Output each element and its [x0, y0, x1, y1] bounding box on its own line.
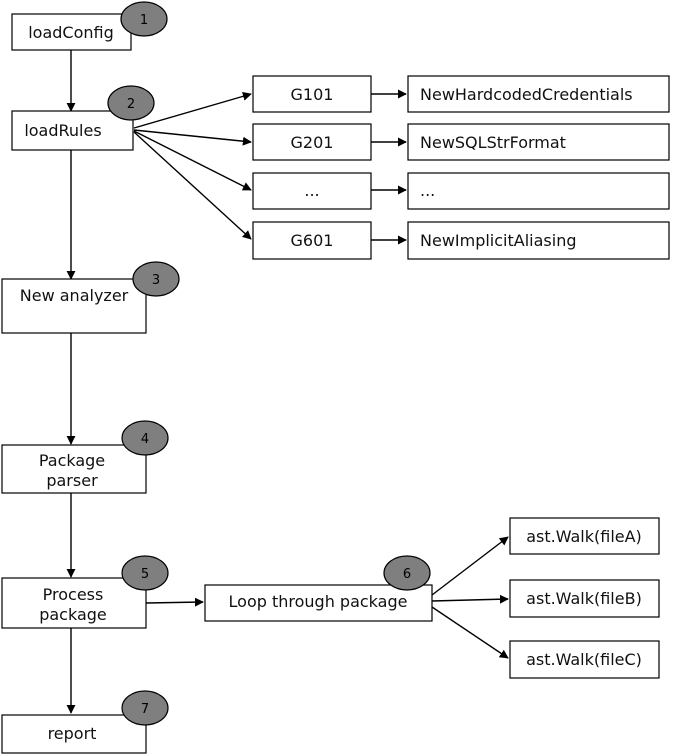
node-load-rules: loadRules 2 — [11, 85, 155, 151]
process-package-line1: Process — [43, 585, 104, 604]
badge-1: 1 — [140, 13, 148, 28]
walk-label: ast.Walk(fileA) — [526, 527, 642, 546]
node-report: report 7 — [1, 690, 169, 754]
rule-id: G101 — [291, 85, 334, 104]
load-rules-label: loadRules — [24, 121, 101, 140]
badge-6: 6 — [403, 567, 411, 582]
load-config-label: loadConfig — [28, 23, 114, 42]
edge-process-to-loop — [145, 597, 204, 607]
loop-label: Loop through package — [229, 592, 408, 611]
rule-fn: NewSQLStrFormat — [420, 133, 566, 152]
edges — [66, 50, 509, 714]
rule-id: G201 — [291, 133, 334, 152]
rule-fn: NewImplicitAliasing — [420, 231, 576, 250]
edge-loop-to-walk-c — [431, 606, 509, 659]
edge-rules-to-g101 — [133, 91, 252, 129]
process-package-line2: package — [39, 605, 107, 624]
badge-5: 5 — [141, 567, 149, 582]
rule-row-g601: G601 NewImplicitAliasing — [252, 221, 670, 260]
badge-2: 2 — [127, 97, 135, 112]
rule-id: G601 — [291, 231, 334, 250]
new-analyzer-label: New analyzer — [20, 286, 129, 305]
node-new-analyzer: New analyzer 3 — [1, 261, 180, 334]
report-label: report — [48, 724, 97, 743]
edge-loop-to-walk-a — [431, 536, 509, 596]
package-parser-line2: parser — [46, 471, 98, 490]
node-loop-through-package: Loop through package 6 — [204, 555, 433, 622]
edge-loop-to-walk-b — [431, 594, 509, 604]
rule-row-ellipsis: ... ... — [252, 172, 670, 210]
rule-id: ... — [304, 181, 319, 200]
node-walk-file-b: ast.Walk(fileB) — [509, 579, 660, 618]
node-process-package: Process package 5 — [1, 555, 169, 629]
node-package-parser: Package parser 4 — [1, 420, 169, 494]
badge-4: 4 — [141, 432, 149, 447]
node-load-config: loadConfig 1 — [11, 1, 168, 51]
badge-3: 3 — [152, 273, 160, 288]
edge-rules-to-g201 — [133, 129, 252, 146]
rule-fn: NewHardcodedCredentials — [420, 85, 633, 104]
rule-fn: ... — [420, 181, 435, 200]
node-walk-file-a: ast.Walk(fileA) — [509, 517, 660, 555]
rule-row-g101: G101 NewHardcodedCredentials — [252, 75, 670, 113]
edge-rules-to-ellipsis — [133, 130, 252, 191]
package-parser-line1: Package — [39, 451, 105, 470]
edge-rules-to-g601 — [133, 131, 252, 240]
badge-7: 7 — [141, 702, 149, 717]
walk-label: ast.Walk(fileC) — [526, 650, 642, 669]
rule-row-g201: G201 NewSQLStrFormat — [252, 123, 670, 161]
walk-label: ast.Walk(fileB) — [526, 589, 642, 608]
node-walk-file-c: ast.Walk(fileC) — [509, 640, 660, 679]
